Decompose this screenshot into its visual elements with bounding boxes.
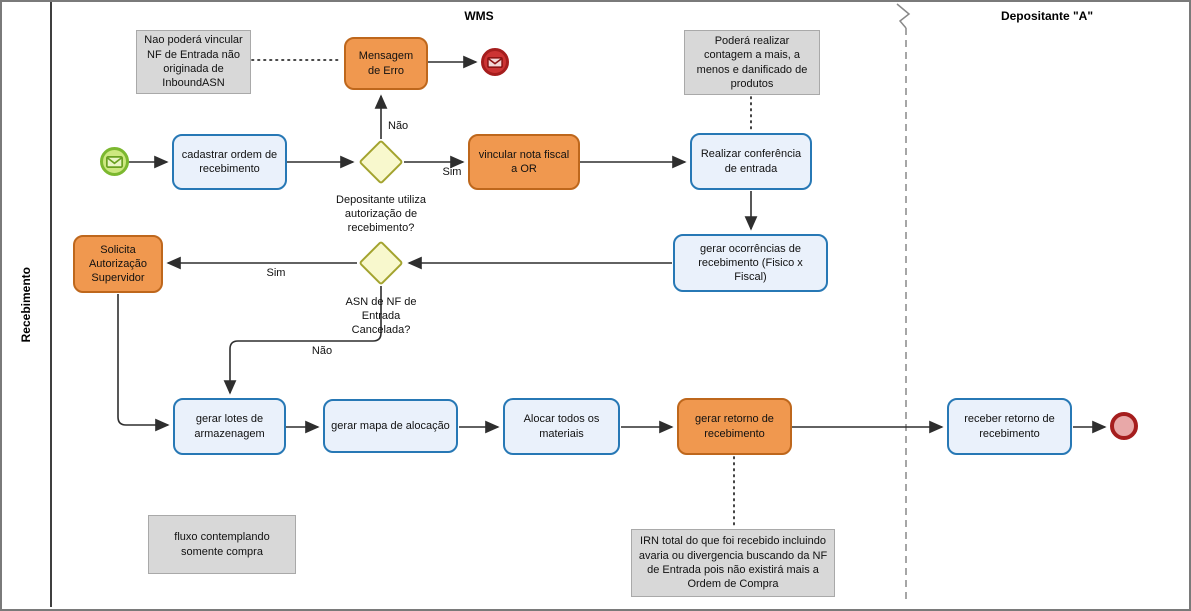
- task-label: Realizar conferência de entrada: [700, 148, 802, 175]
- edge-label-nao-2: Não: [311, 345, 333, 357]
- task-mensagem-erro[interactable]: Mensagem de Erro: [344, 37, 428, 90]
- task-conferencia-entrada[interactable]: Realizar conferência de entrada: [690, 133, 812, 190]
- annotation-contagem: Poderá realizar contagem a mais, a menos…: [684, 30, 820, 95]
- task-label: cadastrar ordem de recebimento: [181, 148, 278, 175]
- lane-header-wms: WMS: [464, 9, 494, 23]
- task-gerar-retorno[interactable]: gerar retorno de recebimento: [677, 398, 792, 455]
- task-vincular-nf[interactable]: vincular nota fiscal a OR: [468, 134, 580, 190]
- annotation-text: Nao poderá vincular NF de Entrada não or…: [144, 34, 243, 90]
- task-label: Alocar todos os materiais: [523, 413, 600, 440]
- annotation-inbound-asn: Nao poderá vincular NF de Entrada não or…: [136, 30, 251, 94]
- annotation-irn: IRN total do que foi recebido incluindo …: [631, 529, 835, 597]
- edge-label-sim-2: Sim: [266, 267, 286, 279]
- edge-label-nao-1: Não: [388, 120, 409, 132]
- pool-label: Recebimento: [2, 2, 50, 607]
- task-label: Solicita Autorização Supervidor: [88, 243, 148, 285]
- task-gerar-lotes[interactable]: gerar lotes de armazenagem: [173, 398, 286, 455]
- message-start-icon: [106, 155, 123, 168]
- task-receber-retorno[interactable]: receber retorno de recebimento: [947, 398, 1072, 455]
- message-end-icon: [487, 56, 503, 68]
- pool-label-divider: [50, 2, 52, 607]
- start-message-event[interactable]: [100, 147, 129, 176]
- task-label: gerar retorno de recebimento: [695, 413, 774, 440]
- gateway-autorizacao-label: Depositante utiliza autorização de receb…: [336, 194, 426, 234]
- task-cadastrar-ordem[interactable]: cadastrar ordem de recebimento: [172, 134, 287, 190]
- annotation-text: Poderá realizar contagem a mais, a menos…: [696, 34, 808, 90]
- gateway-asn-label: ASN de NF de Entrada Cancelada?: [345, 296, 417, 336]
- end-event[interactable]: [1110, 412, 1138, 440]
- annotation-text: fluxo contemplando somente compra: [174, 531, 270, 558]
- task-label: gerar mapa de alocação: [331, 419, 450, 432]
- task-label: vincular nota fiscal a OR: [478, 148, 570, 175]
- task-gerar-mapa[interactable]: gerar mapa de alocação: [323, 399, 458, 453]
- pool-label-text: Recebimento: [19, 266, 33, 343]
- lane-header-depositante: Depositante "A": [1000, 9, 1094, 23]
- task-label: receber retorno de recebimento: [964, 413, 1055, 440]
- task-label: gerar ocorrências de recebimento (Fisico…: [698, 242, 803, 284]
- error-message-end-event[interactable]: [481, 48, 509, 76]
- annotation-text: IRN total do que foi recebido incluindo …: [638, 535, 828, 591]
- task-label: Mensagem de Erro: [358, 50, 414, 77]
- task-gerar-ocorrencias[interactable]: gerar ocorrências de recebimento (Fisico…: [673, 234, 828, 292]
- task-label: gerar lotes de armazenagem: [194, 413, 265, 440]
- edge-label-sim-1: Sim: [442, 166, 462, 178]
- annotation-fluxo-compra: fluxo contemplando somente compra: [148, 515, 296, 574]
- task-alocar-materiais[interactable]: Alocar todos os materiais: [503, 398, 620, 455]
- task-solicita-autorizacao[interactable]: Solicita Autorização Supervidor: [73, 235, 163, 293]
